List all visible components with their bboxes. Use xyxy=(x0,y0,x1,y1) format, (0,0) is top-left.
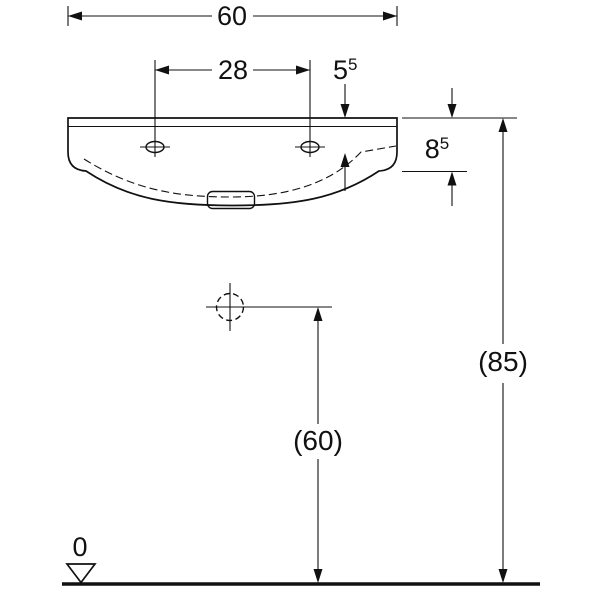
basin-bowl-hidden-curve xyxy=(83,145,397,198)
tap-holes xyxy=(140,140,325,154)
arrow-up-icon xyxy=(447,171,457,186)
datum-triangle-icon xyxy=(65,563,97,584)
dim-overall-height-label: (85) xyxy=(478,346,528,377)
dim-rim-height-label: 85 xyxy=(425,134,450,164)
arrow-up-icon xyxy=(498,118,508,132)
arrow-down-icon xyxy=(313,569,323,583)
dim-drain-height-label: (60) xyxy=(293,425,343,456)
dim-width-label: 60 xyxy=(217,1,247,31)
arrow-right-icon xyxy=(383,11,397,21)
dim-overall-height: (85) xyxy=(478,118,528,583)
drain-cover xyxy=(206,190,256,210)
dim-tap-spacing-label: 28 xyxy=(218,55,248,85)
arrow-down-icon xyxy=(340,104,350,118)
basin-elevation xyxy=(67,117,398,210)
dim-rim-height: 85 xyxy=(402,88,517,206)
dim-rim-depth: 55 xyxy=(333,55,358,191)
fixing-point-circle xyxy=(215,292,245,322)
dim-width: 60 xyxy=(67,1,398,31)
datum-zero-label: 0 xyxy=(72,532,87,562)
dim-rim-depth-label: 55 xyxy=(333,55,358,85)
arrow-down-icon xyxy=(498,569,508,583)
fixing-point xyxy=(206,283,332,331)
ground-datum: 0 xyxy=(62,532,540,586)
basin-outline xyxy=(67,117,398,207)
arrow-down-icon xyxy=(447,104,457,118)
arrow-right-icon xyxy=(296,65,310,75)
arrow-left-icon xyxy=(68,11,82,21)
arrow-left-icon xyxy=(155,65,169,75)
arrow-up-icon xyxy=(313,307,323,321)
arrow-up-icon xyxy=(340,153,350,167)
dim-drain-height: (60) xyxy=(293,307,343,583)
